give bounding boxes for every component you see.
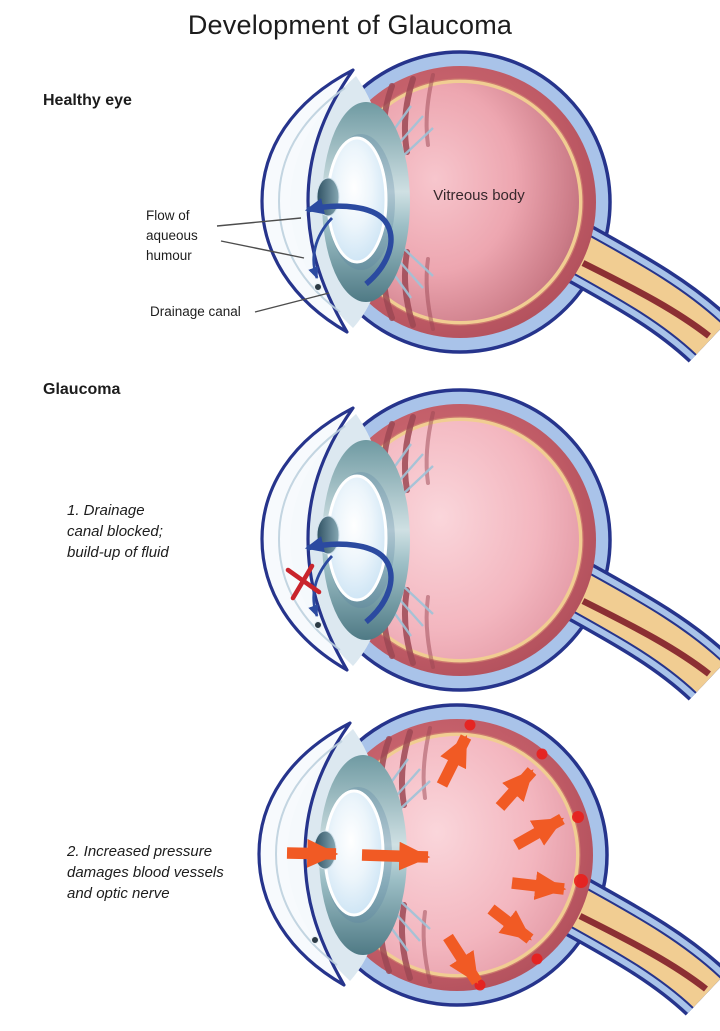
- stage2-caption: 2. Increased pressure damages blood vess…: [67, 843, 224, 902]
- damaged-vessel-dot: [531, 953, 543, 965]
- pressure-arrow: [513, 813, 565, 851]
- damaged-vessel-dots: [464, 719, 588, 991]
- glaucoma-heading: Glaucoma: [43, 381, 121, 398]
- healthy-eye-heading: Healthy eye: [43, 92, 132, 109]
- drainage-canal-label: Drainage canal: [150, 304, 241, 319]
- flow-of-aqueous-humour-label: Flow of aqueous humour: [146, 208, 198, 263]
- page-title: Development of Glaucoma: [187, 10, 513, 40]
- pressure-arrow: [495, 767, 537, 811]
- stage1-caption: 1. Drainage canal blocked; build-up of f…: [67, 502, 169, 561]
- pressure-arrow: [511, 871, 567, 900]
- pressure-arrow: [487, 904, 534, 944]
- pressure-arrow: [443, 933, 482, 986]
- blocked-x-icon: [285, 563, 322, 601]
- damaged-vessel-dot: [574, 874, 588, 888]
- damaged-vessel-dot: [536, 748, 548, 760]
- glaucoma-pressure-eye-diagram: [232, 697, 712, 1027]
- glaucoma-blocked-eye-diagram: [235, 382, 715, 712]
- healthy-eye-diagram: Vitreous body: [235, 44, 715, 374]
- pressure-arrow: [436, 734, 472, 788]
- vitreous-body-label: Vitreous body: [433, 187, 525, 204]
- damaged-vessel-dot: [572, 811, 584, 823]
- pressure-arrows: [286, 734, 567, 986]
- pressure-arrow: [361, 841, 431, 871]
- damaged-vessel-dot: [464, 719, 476, 731]
- pressure-arrow: [286, 839, 339, 868]
